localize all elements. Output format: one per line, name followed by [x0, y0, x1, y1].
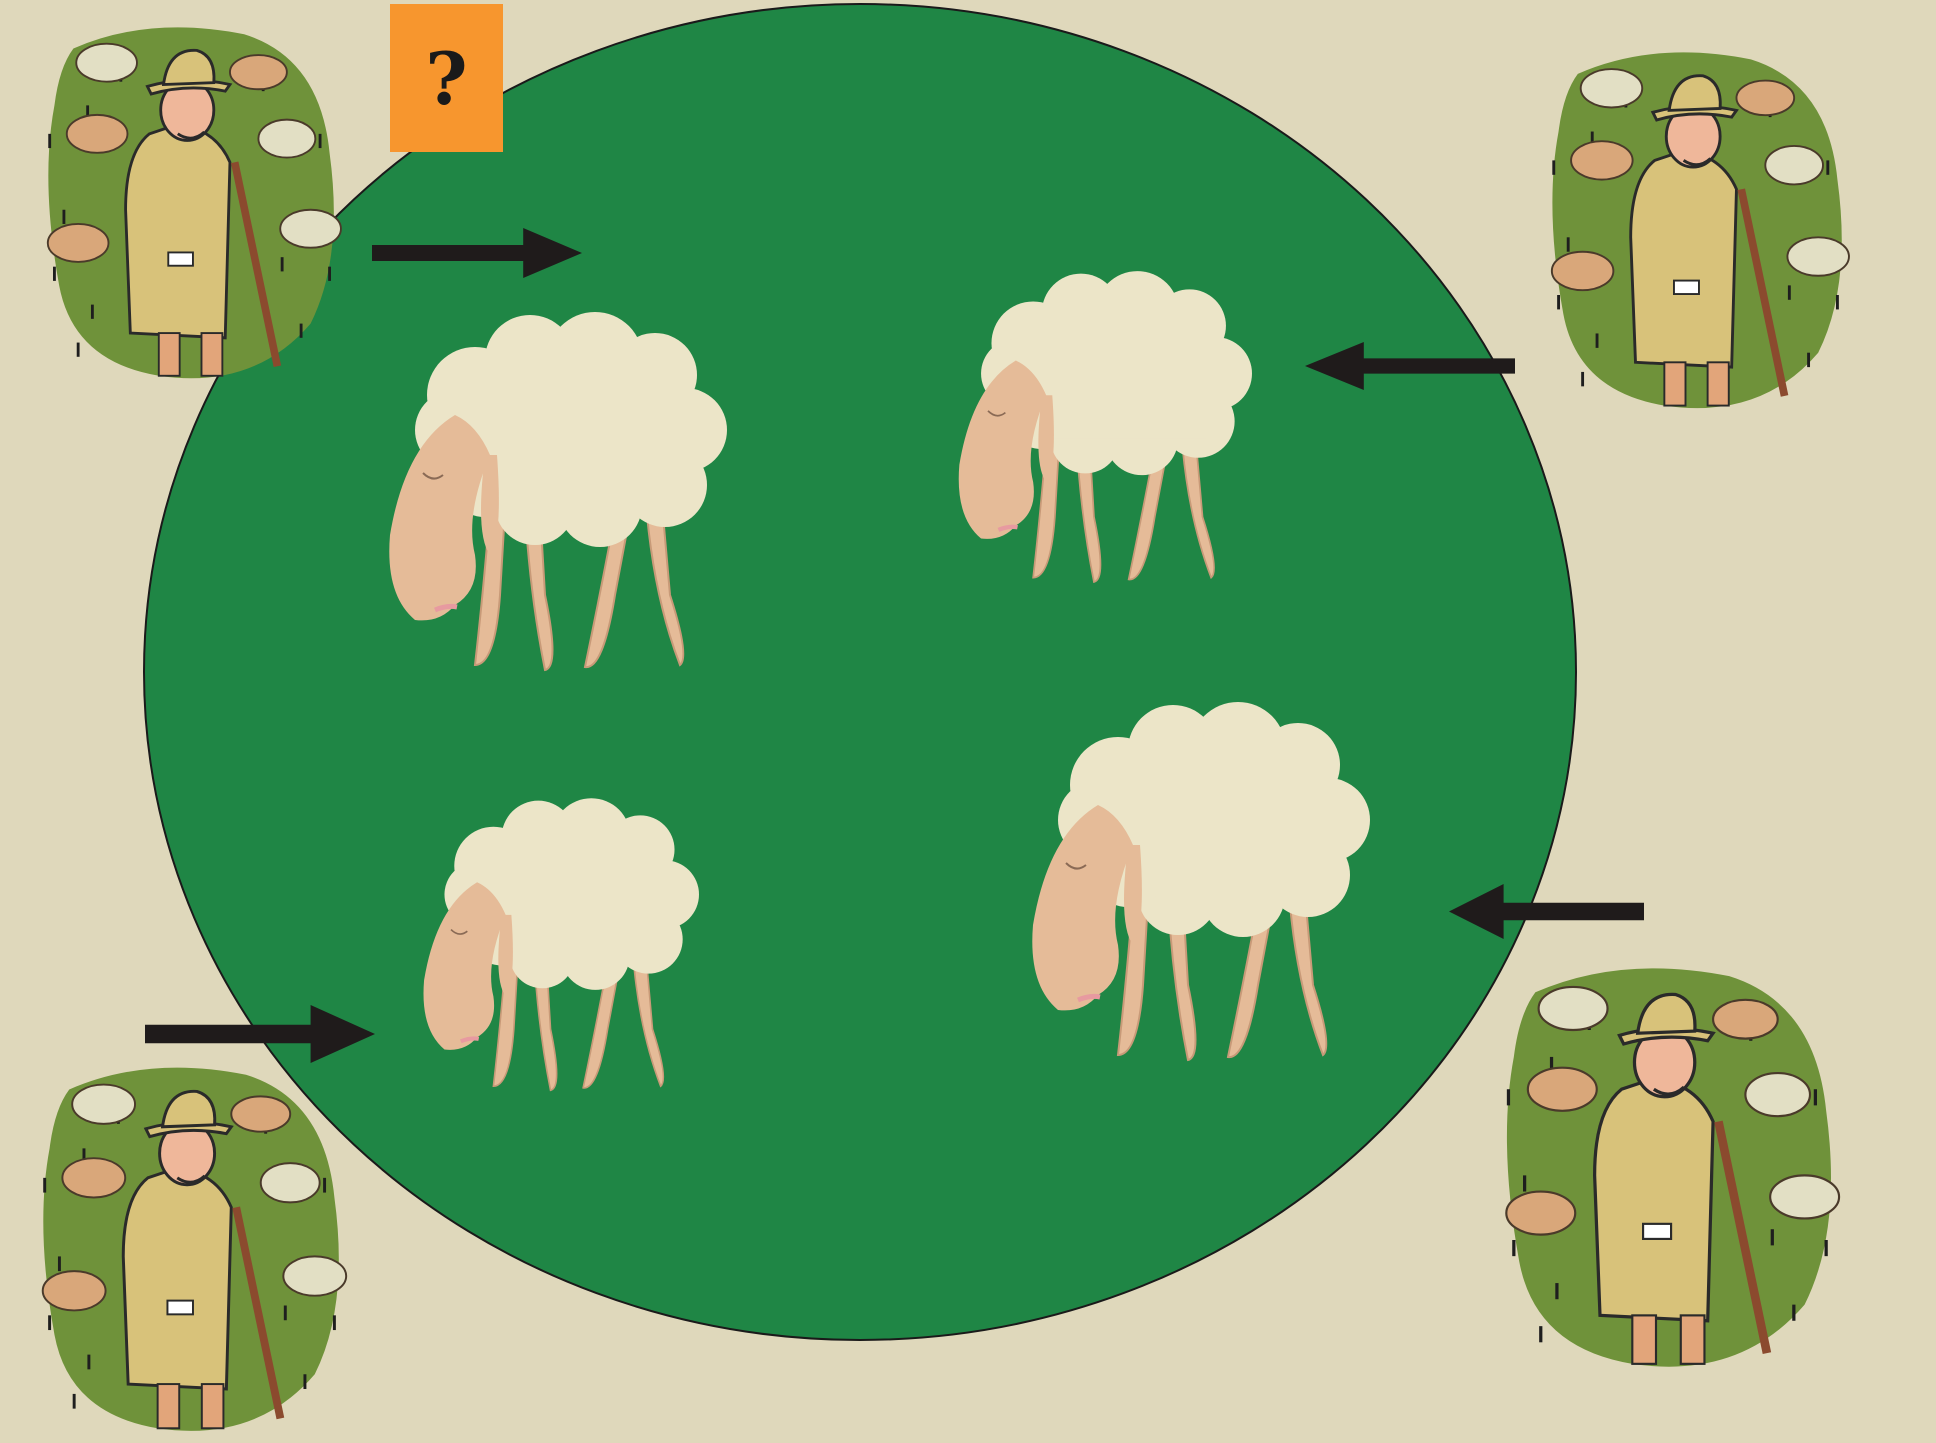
shepherd-top-right-icon	[1552, 52, 1849, 408]
pasture-circle	[144, 4, 1576, 1340]
help-label: ?	[425, 36, 467, 121]
help-button[interactable]: ?	[390, 4, 503, 152]
shepherd-bottom-left-icon	[43, 1068, 346, 1431]
shepherd-bottom-right-icon	[1506, 968, 1839, 1366]
shepherd-top-left-icon	[48, 27, 341, 378]
